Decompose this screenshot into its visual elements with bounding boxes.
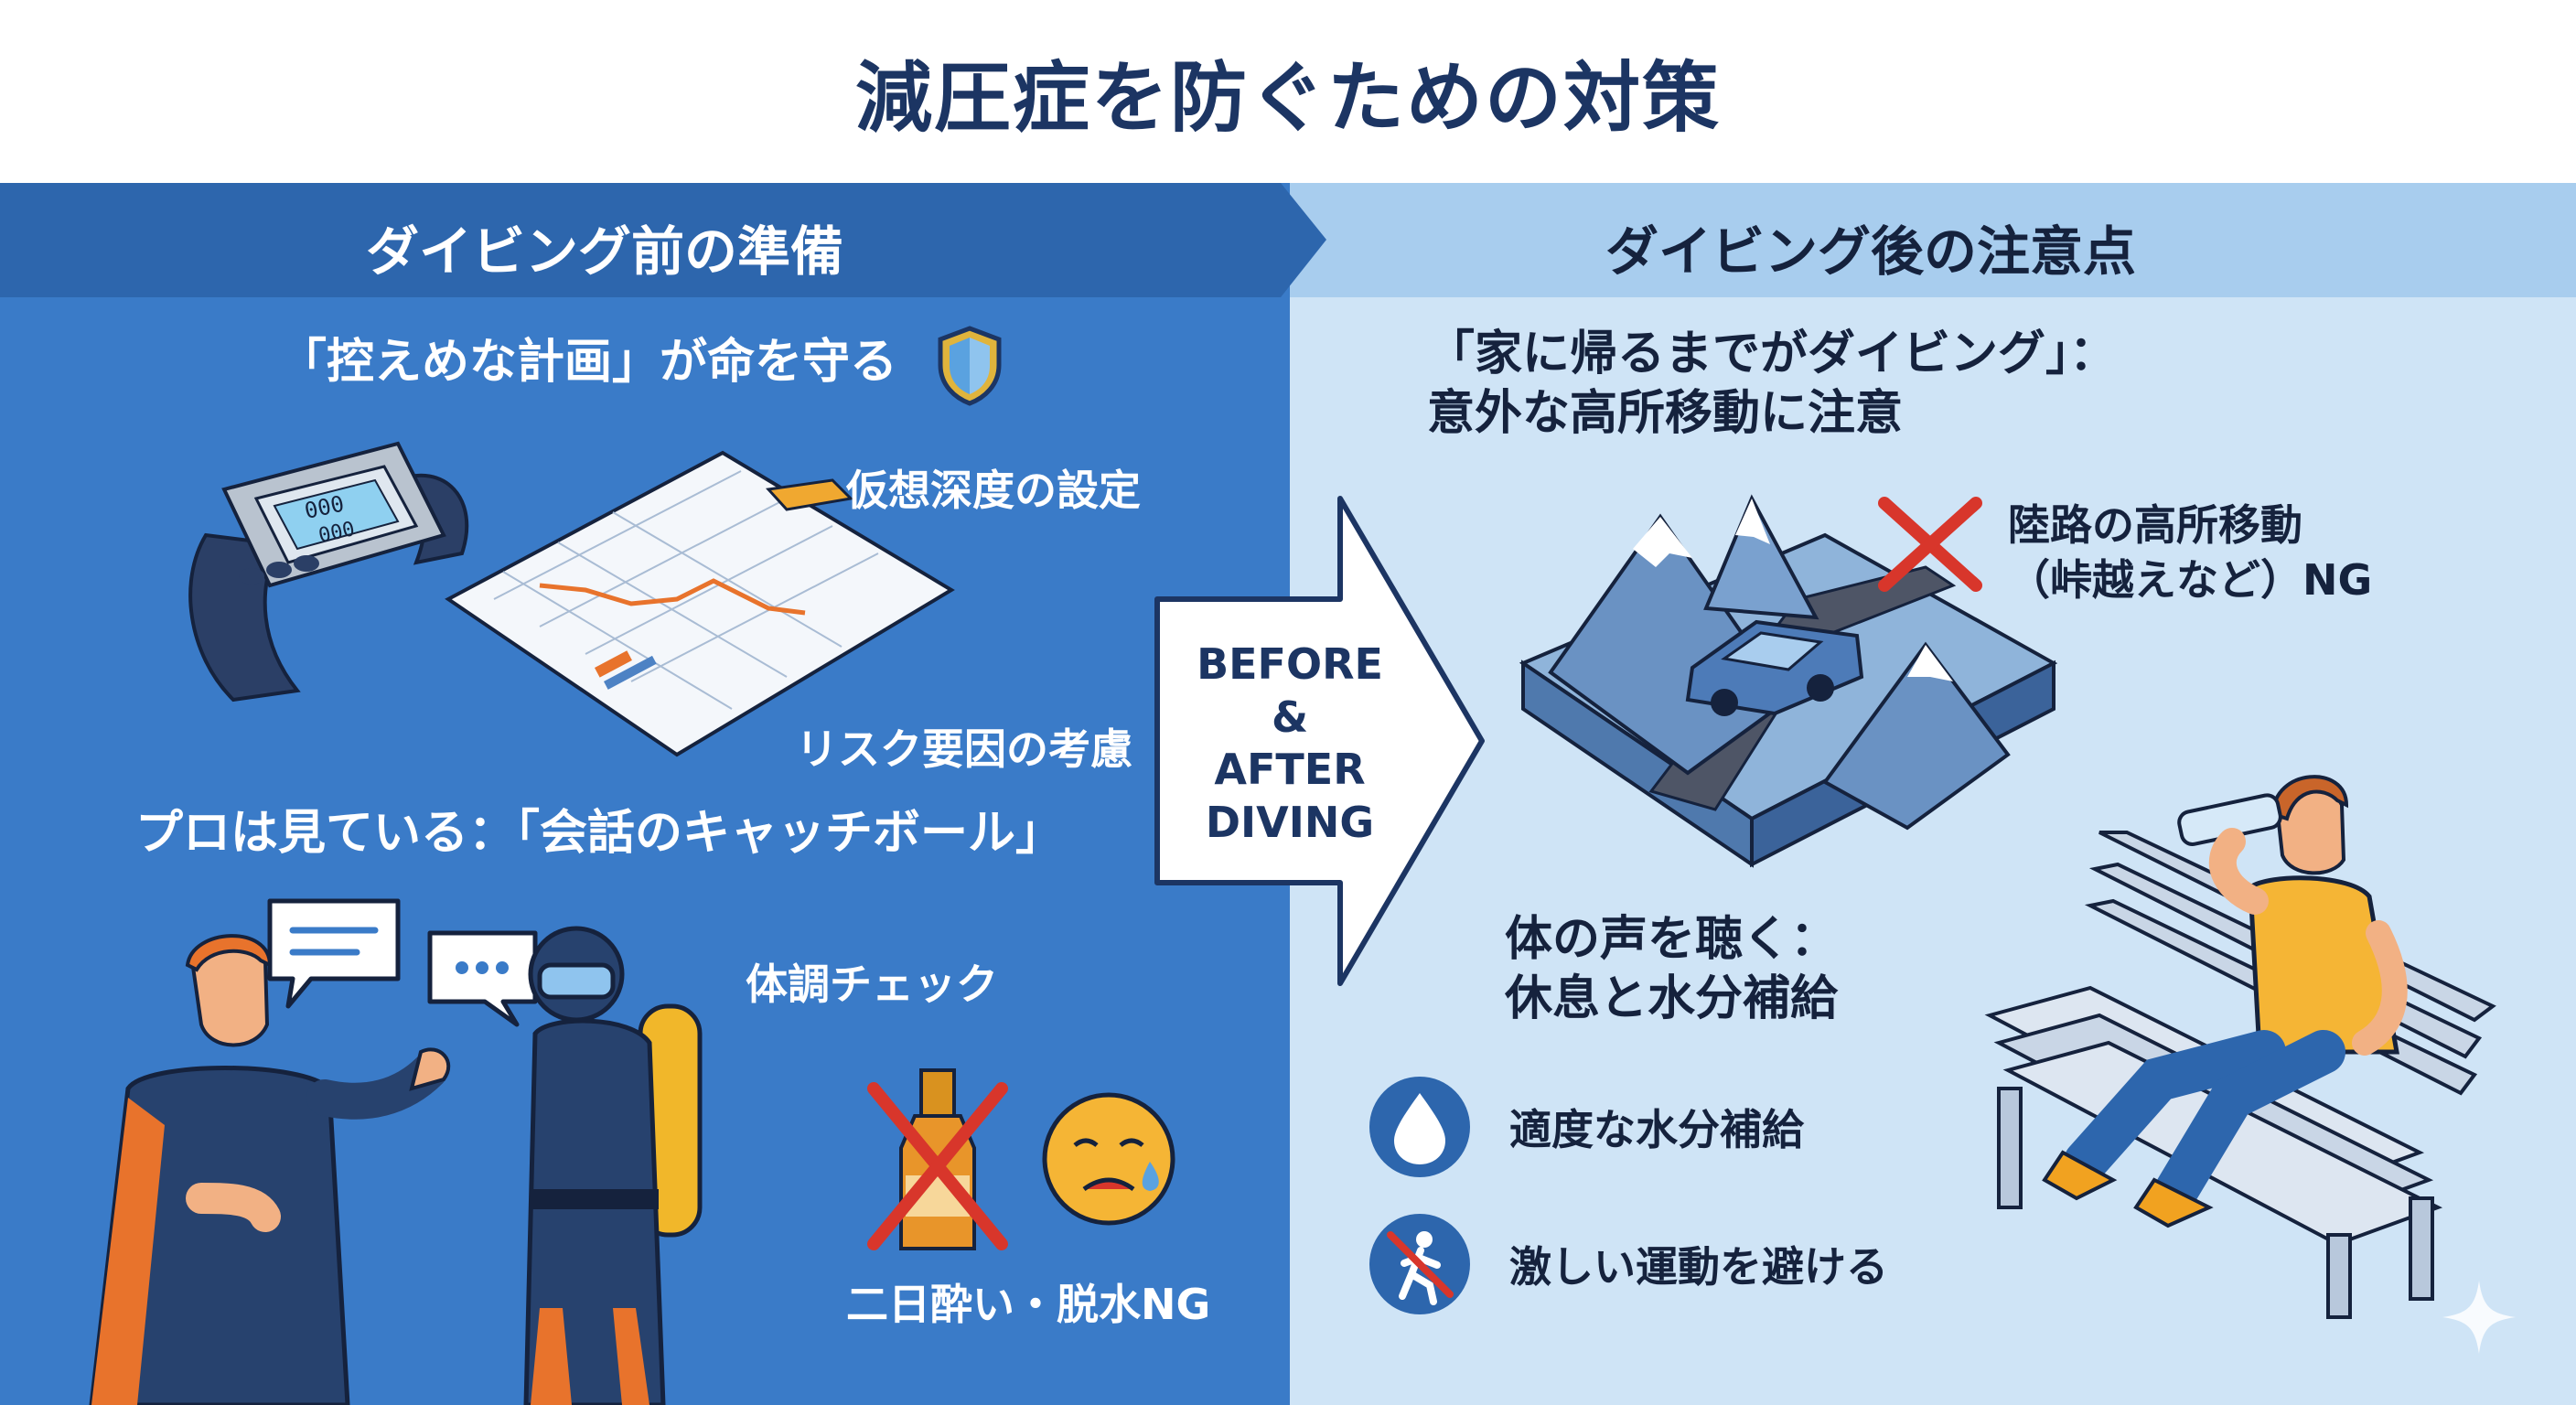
avoid-exercise-tip: 激しい運動を避ける (1509, 1242, 1888, 1292)
before-after-arrow (1154, 496, 1485, 986)
left-header-text: ダイビング前の準備 (366, 220, 844, 283)
right-header-text: ダイビング後の注意点 (1605, 220, 2137, 283)
arrow-line-after: AFTER (1214, 745, 1366, 794)
arrow-caption: BEFORE & AFTER DIVING (1162, 638, 1418, 849)
body-heading-line1: 体の声を聴く： (1505, 912, 1839, 967)
no-running-icon (1369, 1214, 1470, 1314)
body-heading: 体の声を聴く： 休息と水分補給 (1505, 910, 1838, 1029)
body-heading-line2: 休息と水分補給 (1505, 971, 1839, 1026)
instructor-icon (89, 934, 451, 1405)
shield-icon (938, 326, 1002, 406)
plan-heading: 「控えめな計画」が命を守る (279, 335, 898, 390)
pro-heading: プロは見ている：「会話のキャッチボール」 (135, 806, 1064, 861)
resting-person-icon (2042, 775, 2408, 1228)
speech-bubble-icon (427, 930, 538, 1027)
home-heading: 「家に帰るまでがダイビング」： 意外な高所移動に注意 (1427, 325, 2117, 444)
home-heading-line2: 意外な高所移動に注意 (1427, 386, 1904, 441)
arrow-line-and: & (1271, 692, 1309, 742)
altitude-warning: 陸路の高所移動 （峠越えなど）NG (2008, 499, 2372, 608)
home-heading-line1: 「家に帰るまでがダイビング」： (1427, 327, 2118, 381)
virtual-depth-label: 仮想深度の設定 (846, 466, 1141, 515)
hydration-tip: 適度な水分補給 (1509, 1105, 1804, 1154)
cross-mark-icon (1878, 497, 1982, 592)
right-header-bar (1290, 183, 2576, 297)
altitude-line1: 陸路の高所移動 (2008, 500, 2302, 550)
title-bar (0, 0, 2576, 183)
arrow-line-before: BEFORE (1197, 639, 1383, 689)
speech-bubble-icon (267, 898, 401, 1009)
diver-icon (523, 926, 703, 1405)
dive-computer-icon: 000 000 (188, 441, 469, 702)
bottle-icon (867, 1068, 1008, 1250)
arrow-line-diving: DIVING (1205, 797, 1375, 847)
hangover-label: 二日酔い・脱水NG (846, 1280, 1211, 1329)
page-title: 減圧症を防ぐための対策 (854, 53, 1721, 143)
sparkle-icon (2442, 1281, 2516, 1354)
condition-check-label: 体調チェック (746, 960, 998, 1009)
sick-face-icon (1042, 1092, 1175, 1226)
water-drop-icon (1369, 1077, 1470, 1177)
altitude-line2: （峠越えなど）NG (2008, 554, 2373, 605)
car-icon (1685, 619, 1864, 716)
left-header-bar (0, 183, 1326, 297)
dive-table-icon (445, 450, 955, 757)
risk-factors-label: リスク要因の考慮 (796, 724, 1132, 774)
